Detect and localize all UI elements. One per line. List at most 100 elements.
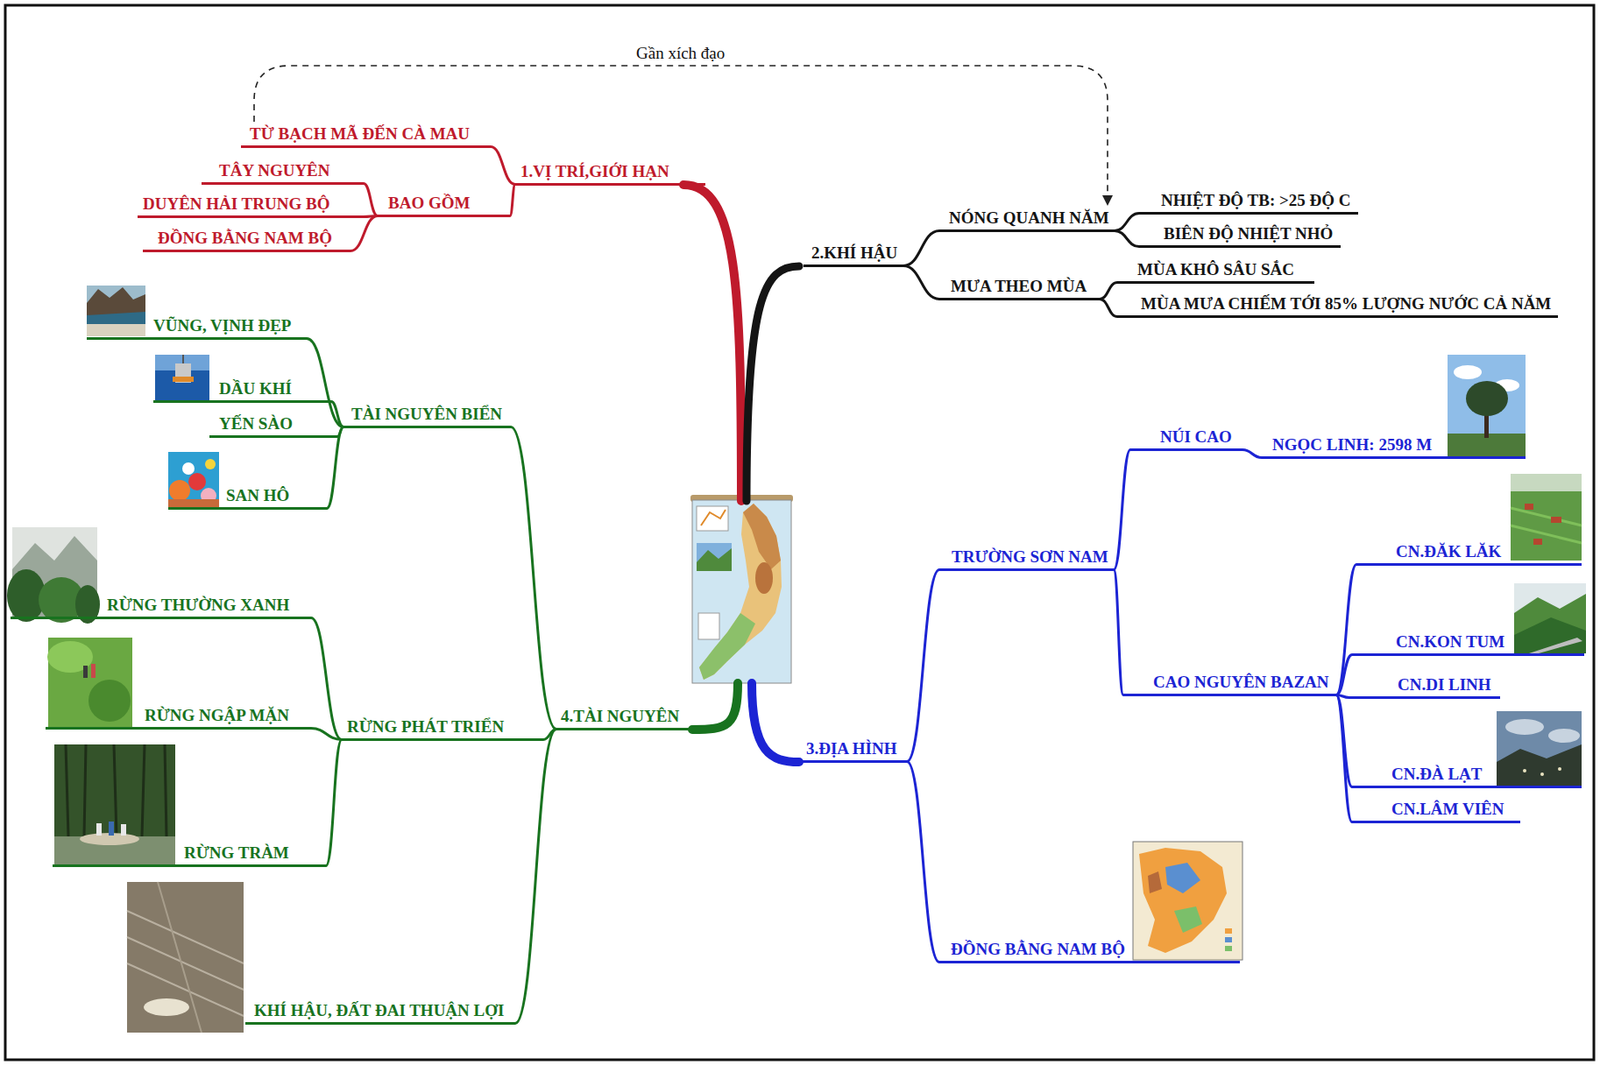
mangrove-photo-part (91, 664, 96, 679)
plateau-photo-part (1533, 538, 1543, 546)
topic-node: TỪ BẠCH MÃ ĐẾN CÀ MAU (240, 121, 491, 149)
center-map (690, 495, 793, 684)
topic-text: CN.LÂM VIÊN (1391, 799, 1516, 821)
branch-line (363, 184, 378, 217)
coral-photo (168, 452, 220, 509)
fields-photo-part (127, 937, 244, 991)
oil-rig-photo-part (172, 376, 194, 383)
plateau-photo-part (1529, 637, 1583, 654)
topic-text: 3.ĐỊA HÌNH (806, 738, 902, 760)
main-branch (692, 683, 738, 730)
main-branch (751, 683, 800, 763)
cajuput-forest-photo-part (84, 744, 86, 837)
branch-line (326, 427, 344, 510)
plain-map-part (1139, 848, 1227, 954)
branch-line (350, 216, 378, 252)
branch-line (903, 266, 940, 300)
topic-text: MÙA KHÔ SÂU SẮC (1137, 259, 1310, 281)
topic-text: DUYÊN HẢI TRUNG BỘ (142, 193, 359, 215)
fields-photo-part (143, 998, 190, 1017)
topic-node: CN.ĐĂK LĂK (1356, 539, 1582, 567)
branch-line (1242, 450, 1262, 459)
oil-rig-photo (155, 354, 210, 401)
topic-text: CN.DI LINH (1397, 674, 1495, 696)
topic-text: CAO NGUYÊN BAZAN (1153, 672, 1331, 694)
plain-map (1132, 842, 1243, 961)
center-map-part (696, 506, 729, 531)
plateau-photo (1510, 474, 1582, 561)
plateau-photo-part (1550, 516, 1562, 524)
branch-line (509, 184, 516, 217)
branch-line (1114, 231, 1140, 248)
plateau-photo-part (1505, 719, 1544, 736)
bay-photo-part (86, 285, 146, 337)
mangrove-photo (47, 637, 133, 728)
coral-photo-part (168, 499, 220, 509)
plateau-photo-part (1510, 474, 1582, 492)
topic-node: RỪNG THƯỜNG XANH (10, 593, 312, 620)
topic-text: RỪNG PHÁT TRIỂN (346, 716, 539, 738)
topic-text: MƯA THEO MÙA (950, 276, 1095, 298)
mangrove-photo-part (83, 665, 88, 679)
plain-map-part (1224, 946, 1232, 952)
coral-photo-part (205, 459, 216, 470)
center-map-part (743, 503, 781, 570)
plateau-photo-part (1510, 508, 1582, 526)
plain-map-part (1174, 906, 1203, 934)
plateau-photo-part (1548, 729, 1580, 744)
plateau-photo-part (1510, 525, 1582, 544)
branch-line (906, 762, 940, 963)
oil-rig-photo-part (182, 354, 185, 364)
topic-text: RỪNG NGẬP MẶN (144, 705, 306, 727)
topic-text: KHÍ HẬU, ĐẤT ĐAI THUẬN LỢI (254, 1000, 510, 1022)
branch-line (311, 618, 342, 741)
center-map-part (700, 509, 726, 526)
fields-photo-part (127, 963, 244, 1017)
center-map-part (755, 562, 773, 595)
topic-node: MƯA THEO MÙA (939, 274, 1100, 301)
center-map-part (692, 500, 792, 684)
topic-text: ĐỒNG BẰNG NAM BỘ (157, 227, 346, 249)
topic-text: NÓNG QUANH NĂM (948, 207, 1110, 229)
cajuput-forest-photo-part (120, 824, 127, 836)
topic-text: SAN HÔ (226, 485, 322, 507)
plateau-photo-part (1496, 744, 1582, 787)
branch-line (1336, 565, 1357, 696)
topic-node: CN.KON TUM (1352, 630, 1585, 657)
topic-node: MÙA KHÔ SÂU SẮC (1117, 257, 1315, 284)
main-branch (746, 266, 800, 502)
topic-node: TRƯỜNG SƠN NAM (939, 545, 1114, 572)
topic-node: NÓNG QUANH NĂM (939, 205, 1115, 233)
topic-node: KHÍ HẬU, ĐẤT ĐAI THUẬN LỢI (245, 998, 516, 1026)
mountain-photo-part (1465, 381, 1508, 417)
branch-line (1114, 213, 1140, 232)
cajuput-forest-photo-part (108, 821, 114, 836)
edge-label: Gần xích đạo (632, 43, 729, 64)
branch-line (490, 147, 516, 185)
topic-text: 2.KHÍ HẬU (811, 242, 899, 264)
plain-map-part (1224, 937, 1232, 943)
plateau-photo-part (1524, 503, 1534, 510)
topic-text: 1.VỊ TRÍ,GIỚI HẠN (520, 161, 701, 183)
topic-node: 1.VỊ TRÍ,GIỚI HẠN (515, 159, 706, 186)
cajuput-forest-photo-part (113, 744, 117, 837)
topic-text: NGỌC LINH: 2598 M (1272, 434, 1521, 456)
mangrove-photo-part (88, 679, 131, 723)
branch-line (325, 740, 342, 867)
topic-text: CN.KON TUM (1395, 631, 1579, 653)
topic-node: VŨNG, VỊNH ĐẸP (86, 313, 307, 340)
topic-text: YẾN SÀO (219, 413, 333, 435)
topic-node: NÚI CAO (1130, 424, 1243, 452)
plain-map-part (1224, 928, 1232, 935)
topic-node: DUYÊN HẢI TRUNG BỘ (137, 191, 364, 219)
topic-node: NHIỆT ĐỘ TB: >25 ĐỘ C (1139, 188, 1359, 215)
topic-node: CAO NGUYÊN BAZAN (1123, 670, 1337, 697)
cajuput-forest-photo-part (65, 744, 69, 837)
center-map-part (699, 613, 756, 680)
mangrove-photo-part (48, 637, 133, 728)
topic-node: ĐỒNG BẰNG NAM BỘ (142, 226, 351, 253)
cajuput-forest-photo-part (141, 744, 145, 837)
